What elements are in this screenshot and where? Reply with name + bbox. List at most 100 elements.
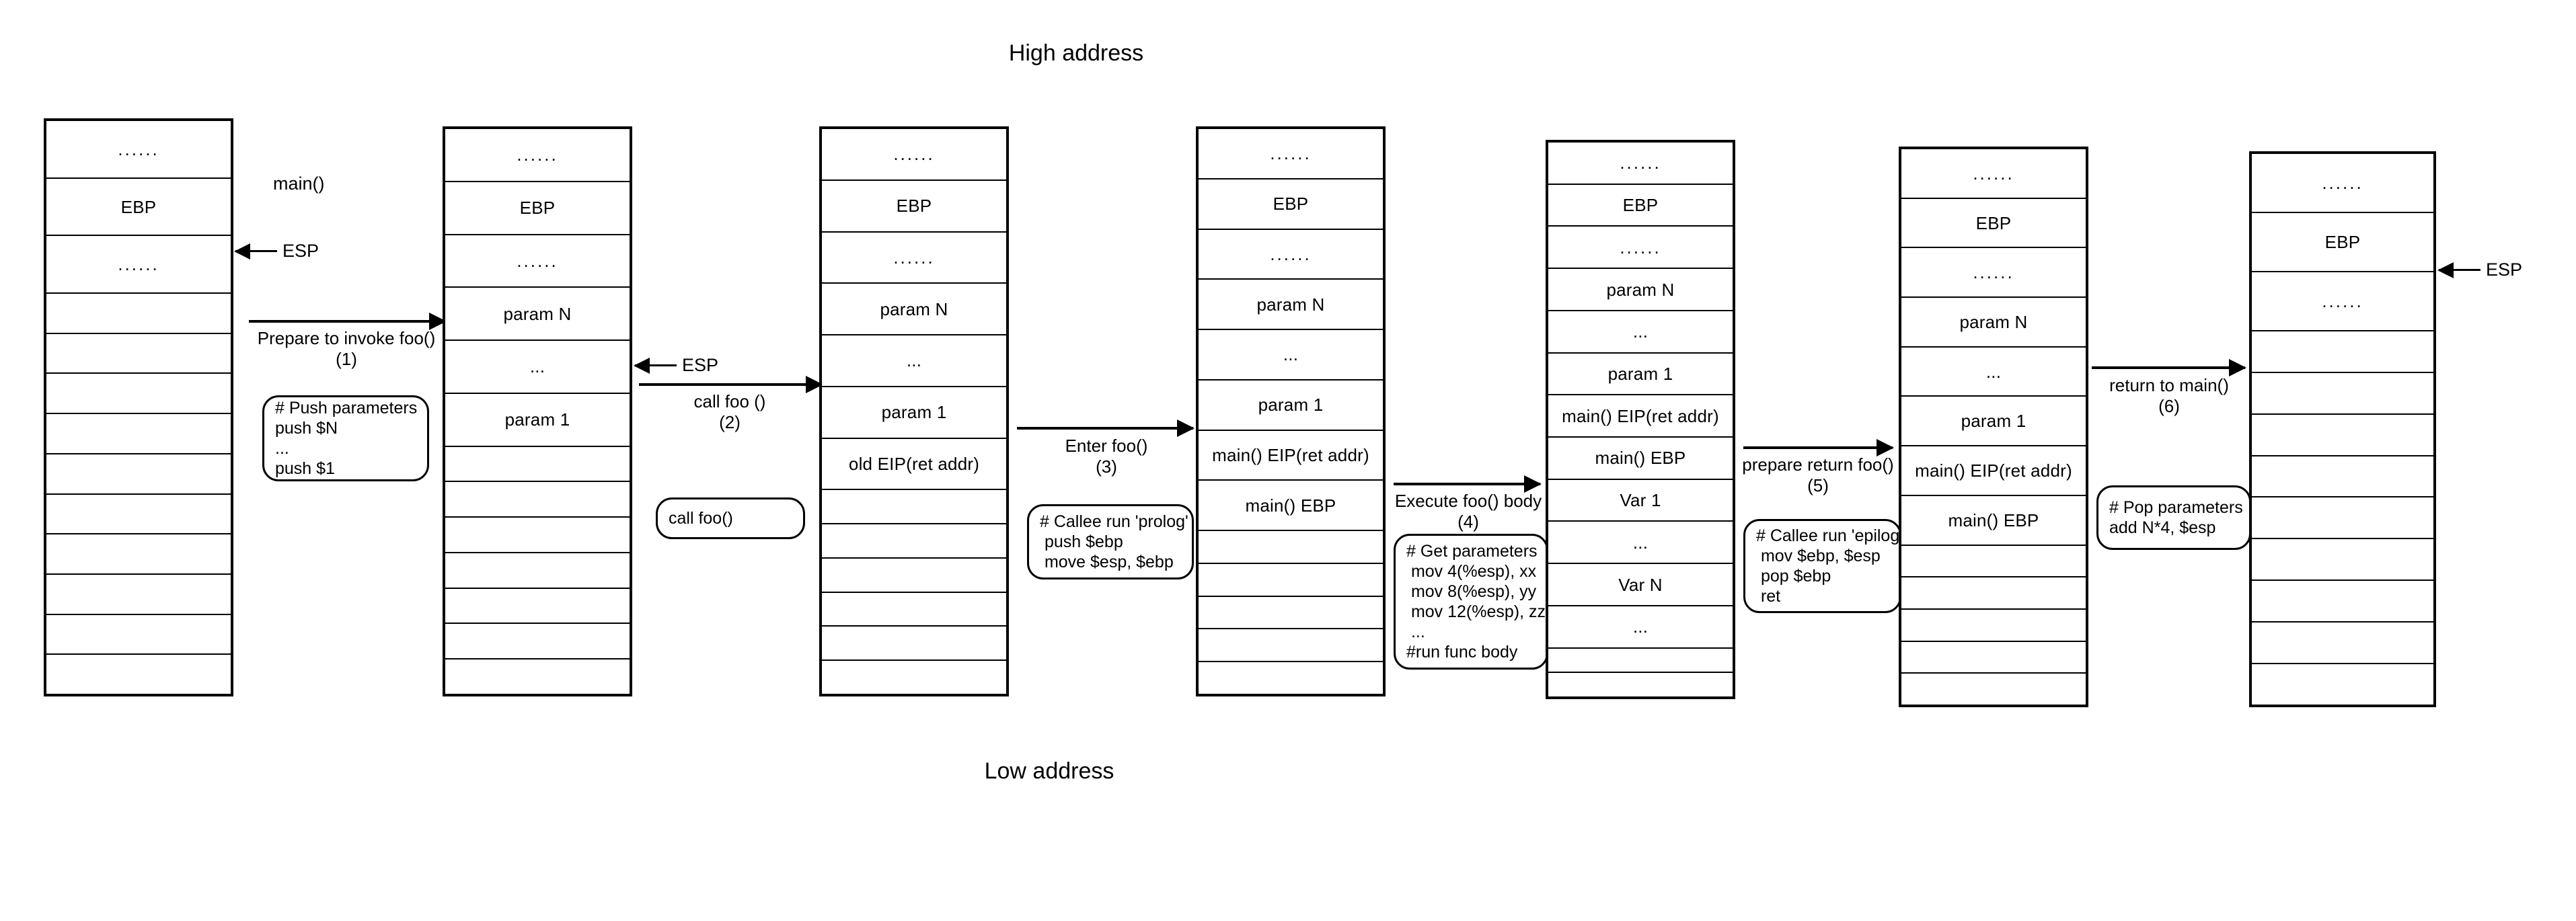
step-1-arrow (249, 313, 447, 330)
stack-cell: main() EBP (1901, 496, 2086, 546)
stack-cell (46, 495, 231, 535)
stack-cell (1548, 673, 1733, 696)
stack-cell (46, 374, 231, 415)
stack-cell: ...... (822, 233, 1006, 284)
note-pop-parameters-code: # Pop parameters add N*4, $esp (2109, 498, 2243, 537)
esp-label-stack-7: ESP (2486, 259, 2523, 280)
step-3-arrow (1017, 419, 1195, 437)
stack-cell: EBP (1199, 179, 1383, 230)
stack-cell (1199, 597, 1383, 630)
caller-main-label: main() (273, 173, 325, 194)
stack-cell: EBP (46, 179, 231, 237)
stack-cell: param 1 (1901, 397, 2086, 447)
stack-cell: ...... (46, 236, 231, 294)
stack-cell (822, 490, 1006, 525)
step-4-label: Execute foo() body (1394, 491, 1542, 511)
stack-cell: param 1 (822, 387, 1006, 439)
stack-cell: main() EBP (1548, 438, 1733, 480)
stack-cell: ...... (46, 121, 231, 179)
stack-cell: param 1 (1199, 381, 1383, 431)
stack-cell: param N (1901, 298, 2086, 348)
stack-cell (46, 414, 231, 454)
note-push-parameters: # Push parameters push $N ... push $1 (262, 395, 429, 481)
stack-cell (1901, 674, 2086, 705)
stack-cell: ...... (1548, 227, 1733, 270)
stack-cell (46, 655, 231, 694)
stack-cell (822, 661, 1006, 694)
step-4-number: (4) (1457, 512, 1479, 532)
stack-cell (445, 482, 630, 518)
stack-cell (1199, 564, 1383, 597)
stack-cell: Var N (1548, 564, 1733, 606)
stack-cell (46, 334, 231, 374)
stack-cell (445, 518, 630, 553)
stack-cell: EBP (445, 182, 630, 235)
step-5-caption: prepare return foo() (5) (1730, 454, 1906, 496)
step-2-arrow (639, 376, 823, 393)
stack-cell (2252, 581, 2433, 623)
stack-cell: ...... (2252, 154, 2433, 213)
stack-cell: ... (1548, 522, 1733, 565)
step-4-caption: Execute foo() body (4) (1384, 491, 1552, 532)
step-6-number: (6) (2158, 396, 2180, 416)
step-2-number: (2) (719, 412, 741, 432)
stack-cell (46, 575, 231, 615)
step-1-caption: Prepare to invoke foo() (1) (235, 328, 457, 370)
stack-cell: ...... (1199, 230, 1383, 280)
step-2-label: call foo () (693, 391, 766, 411)
stack-1-main-frame: ...... EBP ...... (44, 118, 233, 696)
stack-cell (1199, 531, 1383, 564)
step-5-number: (5) (1807, 475, 1829, 495)
note-get-parameters-code: # Get parameters mov 4(%esp), xx mov 8(%… (1406, 542, 1546, 662)
note-push-parameters-code: # Push parameters push $N ... push $1 (275, 399, 418, 478)
stack-cell: main() EBP (1199, 481, 1383, 532)
stack-cell: ...... (445, 129, 630, 182)
stack-cell: ... (822, 335, 1006, 387)
stack-cell (1199, 629, 1383, 663)
stack-2-params-pushed: ...... EBP ...... param N ... param 1 (443, 126, 632, 696)
note-get-parameters: # Get parameters mov 4(%esp), xx mov 8(%… (1394, 534, 1548, 670)
note-call-foo: call foo() (656, 497, 805, 539)
stack-cell (2252, 497, 2433, 540)
note-callee-prolog-code: # Callee run 'prolog' push $ebp move $es… (1040, 512, 1188, 571)
esp-arrow-stack-2 (634, 358, 677, 374)
stack-cell (2252, 539, 2433, 582)
step-5-arrow (1743, 439, 1894, 456)
stack-cell (1548, 649, 1733, 674)
stack-cell: ... (1548, 606, 1733, 649)
stack-cell: old EIP(ret addr) (822, 439, 1006, 491)
stack-4-callee-prolog: ...... EBP ...... param N ... param 1 ma… (1196, 126, 1386, 696)
stack-cell (2252, 456, 2433, 498)
low-address-label: Low address (984, 758, 1114, 784)
stack-cell (445, 447, 630, 483)
stack-cell (46, 454, 231, 495)
stack-cell (1901, 546, 2086, 578)
stack-cell: ... (445, 341, 630, 394)
stack-cell: main() EIP(ret addr) (1901, 446, 2086, 496)
note-call-foo-code: call foo() (669, 509, 733, 528)
stack-cell: EBP (822, 181, 1006, 233)
stack-cell: ...... (1199, 129, 1383, 179)
stack-cell: ...... (1901, 248, 2086, 298)
stack-cell (445, 659, 630, 694)
esp-arrow-stack-7 (2437, 262, 2480, 278)
note-callee-epilog-code: # Callee run 'epilog' mov $ebp, $esp pop… (1756, 526, 1903, 606)
stack-cell (1901, 642, 2086, 674)
stack-cell (1901, 610, 2086, 642)
stack-cell: main() EIP(ret addr) (1548, 395, 1733, 438)
stack-cell (822, 524, 1006, 559)
step-6-arrow (2092, 359, 2246, 376)
stack-cell: ... (1548, 311, 1733, 354)
stack-cell (2252, 415, 2433, 456)
esp-label-stack-2: ESP (682, 355, 719, 375)
stack-cell (822, 627, 1006, 662)
stack-cell: EBP (1548, 185, 1733, 227)
step-1-label: Prepare to invoke foo() (257, 328, 436, 348)
stack-cell: ... (1199, 330, 1383, 381)
stack-cell: param N (445, 288, 630, 342)
stack-cell (822, 593, 1006, 627)
stack-cell: param 1 (1548, 354, 1733, 396)
stack-3-return-addr-pushed: ...... EBP ...... param N ... param 1 ol… (819, 126, 1009, 696)
step-3-caption: Enter foo() (3) (1009, 436, 1204, 477)
note-callee-epilog: # Callee run 'epilog' mov $ebp, $esp pop… (1743, 519, 1903, 613)
